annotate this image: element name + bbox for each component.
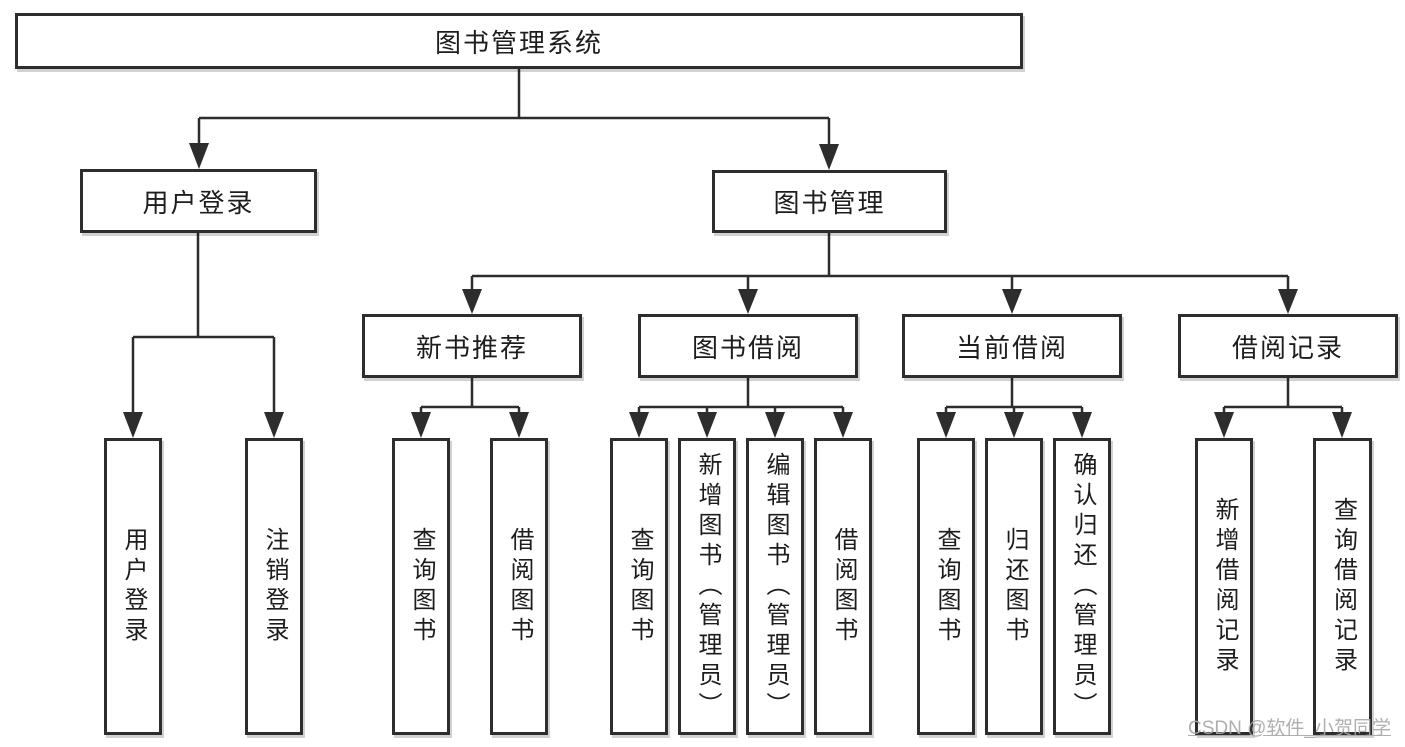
leaf-edit-book-admin: 编辑图书（管理员） bbox=[746, 438, 804, 735]
node-borrowing-records-label: 借阅记录 bbox=[1231, 332, 1344, 363]
leaf-query-borrow-record-label: 查询借阅记录 bbox=[1329, 496, 1357, 677]
leaf-confirm-return-admin-label: 确认归还（管理员） bbox=[1069, 451, 1096, 722]
leaf-borrow-books-recommend: 借阅图书 bbox=[490, 438, 548, 735]
leaf-query-books-recommend: 查询图书 bbox=[392, 438, 450, 735]
connector-currentborrow-to-leaves bbox=[936, 378, 1092, 438]
leaf-user-login: 用户登录 bbox=[104, 438, 162, 735]
leaf-return-book-label: 归还图书 bbox=[1001, 526, 1028, 647]
leaf-confirm-return-admin: 确认归还（管理员） bbox=[1053, 438, 1111, 735]
node-book-management: 图书管理 bbox=[712, 170, 947, 233]
connector-bookmgmt-to-level3 bbox=[462, 233, 1298, 314]
leaf-query-books-current: 查询图书 bbox=[917, 438, 975, 735]
leaf-edit-book-admin-label: 编辑图书（管理员） bbox=[762, 451, 789, 722]
leaf-add-borrow-record: 新增借阅记录 bbox=[1195, 438, 1253, 735]
node-current-borrowing-label: 当前借阅 bbox=[955, 332, 1068, 363]
connector-root-to-level2 bbox=[189, 69, 839, 170]
leaf-add-book-admin-label: 新增图书（管理员） bbox=[694, 451, 721, 722]
watermark: CSDN @软件_小贺同学 bbox=[1188, 718, 1391, 739]
leaf-query-books-borrow-label: 查询图书 bbox=[626, 526, 653, 647]
node-book-management-label: 图书管理 bbox=[773, 188, 886, 218]
leaf-return-book: 归还图书 bbox=[985, 438, 1043, 735]
leaf-query-books-current-label: 查询图书 bbox=[933, 526, 960, 647]
node-book-borrowing-label: 图书借阅 bbox=[691, 332, 804, 363]
node-library-system-label: 图书管理系统 bbox=[434, 27, 603, 58]
leaf-query-books-recommend-label: 查询图书 bbox=[408, 526, 435, 647]
leaf-query-borrow-record: 查询借阅记录 bbox=[1313, 438, 1372, 735]
node-new-book-recommendation: 新书推荐 bbox=[362, 314, 582, 378]
leaf-add-borrow-record-label: 新增借阅记录 bbox=[1211, 496, 1238, 677]
node-library-system: 图书管理系统 bbox=[15, 13, 1023, 69]
connector-userlogin-to-leaves bbox=[123, 233, 284, 438]
leaf-user-login-label: 用户登录 bbox=[120, 526, 147, 647]
leaf-logout: 注销登录 bbox=[245, 438, 303, 735]
leaf-borrow-books-recommend-label: 借阅图书 bbox=[506, 526, 533, 647]
leaf-borrow-books-label: 借阅图书 bbox=[830, 526, 857, 647]
connector-borrowrecord-to-leaves bbox=[1214, 378, 1352, 438]
leaf-query-books-borrow: 查询图书 bbox=[610, 438, 668, 735]
node-user-login: 用户登录 bbox=[80, 169, 317, 233]
leaf-borrow-books: 借阅图书 bbox=[814, 438, 872, 735]
leaf-logout-label: 注销登录 bbox=[261, 526, 288, 647]
node-current-borrowing: 当前借阅 bbox=[902, 314, 1122, 378]
connector-bookborrow-to-leaves bbox=[629, 378, 853, 438]
leaf-add-book-admin: 新增图书（管理员） bbox=[678, 438, 736, 735]
connector-newbook-to-leaves bbox=[411, 378, 529, 438]
node-new-book-recommendation-label: 新书推荐 bbox=[415, 332, 528, 363]
node-book-borrowing: 图书借阅 bbox=[638, 314, 858, 378]
node-user-login-label: 用户登录 bbox=[142, 187, 255, 218]
node-borrowing-records: 借阅记录 bbox=[1178, 314, 1398, 378]
